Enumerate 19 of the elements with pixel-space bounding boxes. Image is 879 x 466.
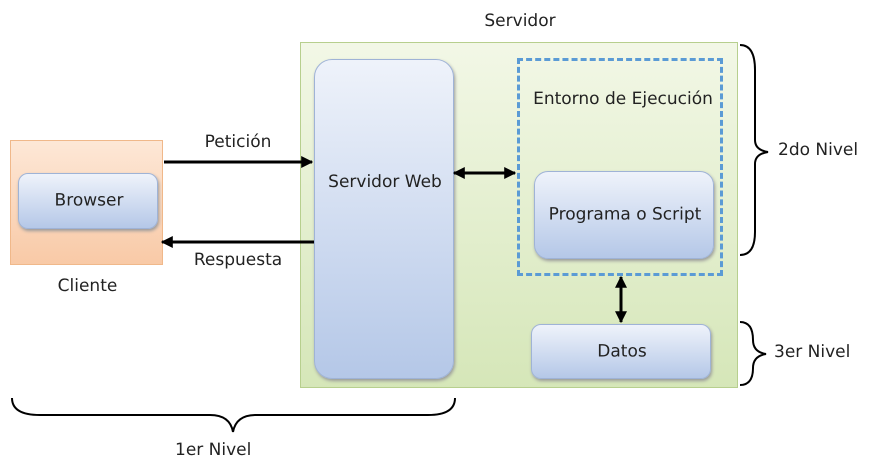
box-label: Browser <box>54 189 124 212</box>
browser-box <box>18 173 158 229</box>
box-label: Datos <box>596 340 648 363</box>
runtime-environment-frame <box>517 58 723 276</box>
data-box <box>531 324 711 379</box>
arrow <box>160 236 314 248</box>
arrow <box>615 276 627 324</box>
group-label: Servidor <box>483 10 557 33</box>
tier-label: 2do Nivel <box>778 140 858 160</box>
web-server-box <box>314 59 454 379</box>
box-label: Programa o Script <box>548 203 702 226</box>
box-label: Servidor Web <box>327 171 443 194</box>
arrow <box>452 167 516 179</box>
group-label: Cliente <box>56 275 118 298</box>
program-box <box>534 171 714 259</box>
arrow <box>164 156 314 168</box>
tier-label: 1er Nivel <box>175 440 252 460</box>
tier-label: 3er Nivel <box>774 342 850 362</box>
box-label: Entorno de Ejecución <box>532 88 714 111</box>
